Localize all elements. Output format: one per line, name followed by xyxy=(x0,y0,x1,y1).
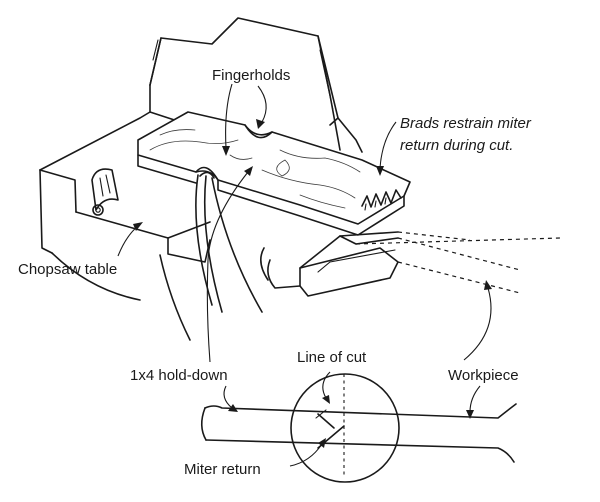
arrowhead xyxy=(244,166,253,176)
arrowhead xyxy=(318,438,326,448)
arrowhead xyxy=(222,146,230,156)
hold-down-board xyxy=(137,111,411,236)
arrowhead xyxy=(376,166,384,176)
brads-note-line1: Brads restrain miter xyxy=(400,115,532,132)
chopsaw-table xyxy=(39,111,211,301)
saw-blade-guard xyxy=(159,174,301,341)
line-of-cut-label: Line of cut xyxy=(297,349,367,366)
arrowhead xyxy=(466,410,474,419)
fingerholds-label: Fingerholds xyxy=(212,67,290,84)
arrowhead xyxy=(484,280,492,290)
arrowhead xyxy=(228,404,238,412)
detail-view xyxy=(200,371,517,483)
arrowhead xyxy=(322,395,330,404)
detail-circle xyxy=(290,373,400,483)
hold-down-label: 1x4 hold-down xyxy=(130,367,228,384)
miter-return-label: Miter return xyxy=(184,461,261,478)
brads-note-line2: return during cut. xyxy=(400,137,513,154)
arrowhead xyxy=(133,222,143,231)
arrowhead xyxy=(256,119,265,129)
workpiece-label: Workpiece xyxy=(448,367,519,384)
chopsaw-table-label: Chopsaw table xyxy=(18,261,117,278)
workpiece-on-saw xyxy=(299,231,561,297)
leaders-upper xyxy=(117,83,492,363)
saw-fence xyxy=(149,17,363,153)
